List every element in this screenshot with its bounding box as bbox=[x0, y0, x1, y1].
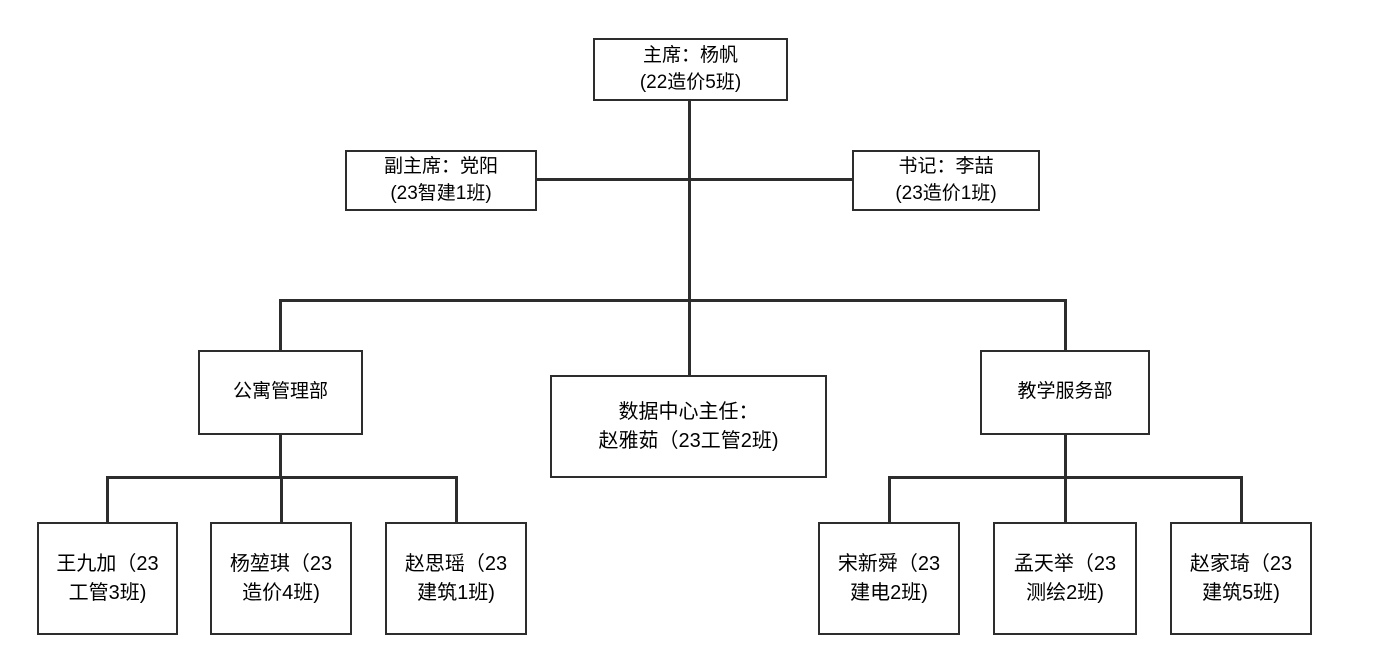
node-label-line: 建筑1班) bbox=[417, 581, 495, 604]
node-label-line: 主席：杨帆 bbox=[642, 44, 738, 66]
connector-main-horizontal bbox=[279, 299, 1067, 302]
connector-right-drop-1 bbox=[888, 476, 891, 524]
connector-right-drop-3 bbox=[1240, 476, 1243, 524]
connector-left-drop-1 bbox=[106, 476, 109, 524]
connector-apartment-drop bbox=[279, 299, 282, 352]
node-label-line: 测绘2班) bbox=[1026, 581, 1104, 604]
node-label-line: 公寓管理部 bbox=[232, 381, 328, 403]
node-label-line: 杨堃琪（23 bbox=[229, 553, 333, 576]
node-label-line: 赵思瑶（23 bbox=[404, 553, 508, 576]
node-label-line: (23智建1班) bbox=[390, 182, 492, 204]
node-member-song-xinshun: 宋新舜（23 建电2班) bbox=[818, 522, 960, 635]
node-label-line: 副主席：党阳 bbox=[383, 155, 498, 177]
connector-left-drop-2 bbox=[280, 476, 283, 524]
node-label-line: 赵雅茹（23工管2班) bbox=[598, 429, 779, 452]
node-member-wang-jiujia: 王九加（23 工管3班) bbox=[37, 522, 178, 635]
node-apartment-dept: 公寓管理部 bbox=[198, 350, 363, 435]
node-label-line: 书记：李喆 bbox=[898, 155, 994, 177]
connector-level2-horizontal bbox=[537, 178, 852, 181]
connector-left-drop-3 bbox=[455, 476, 458, 524]
node-label-line: 王九加（23 bbox=[56, 553, 159, 576]
connector-right-drop-2 bbox=[1064, 476, 1067, 524]
node-label-line: (22造价5班) bbox=[639, 71, 742, 93]
node-label-line: 孟天举（23 bbox=[1013, 553, 1117, 576]
connector-root-vertical bbox=[688, 100, 691, 376]
node-label-line: 建电2班) bbox=[850, 581, 928, 604]
node-label-line: 教学服务部 bbox=[1017, 381, 1113, 403]
node-member-meng-tianju: 孟天举（23 测绘2班) bbox=[993, 522, 1137, 635]
node-label-line: 赵家琦（23 bbox=[1189, 553, 1293, 576]
node-label-line: 数据中心主任： bbox=[618, 401, 759, 424]
connector-teaching-stem bbox=[1064, 434, 1067, 479]
node-member-zhao-jiaqi: 赵家琦（23 建筑5班) bbox=[1170, 522, 1312, 635]
node-label-line: 造价4班) bbox=[242, 581, 320, 604]
connector-apartment-stem bbox=[279, 434, 282, 479]
node-label-line: 建筑5班) bbox=[1202, 581, 1280, 604]
node-label-line: 工管3班) bbox=[68, 581, 147, 604]
node-member-zhao-siyao: 赵思瑶（23 建筑1班) bbox=[385, 522, 527, 635]
node-chairman: 主席：杨帆 (22造价5班) bbox=[593, 38, 788, 101]
node-data-center-director: 数据中心主任： 赵雅茹（23工管2班) bbox=[550, 375, 827, 478]
node-label-line: (23造价1班) bbox=[895, 182, 997, 204]
node-label-line: 宋新舜（23 bbox=[837, 553, 941, 576]
node-secretary: 书记：李喆 (23造价1班) bbox=[852, 150, 1040, 211]
connector-teaching-drop bbox=[1064, 299, 1067, 352]
node-member-yang-kunqi: 杨堃琪（23 造价4班) bbox=[210, 522, 352, 635]
node-teaching-dept: 教学服务部 bbox=[980, 350, 1150, 435]
node-vice-chairman: 副主席：党阳 (23智建1班) bbox=[345, 150, 537, 211]
